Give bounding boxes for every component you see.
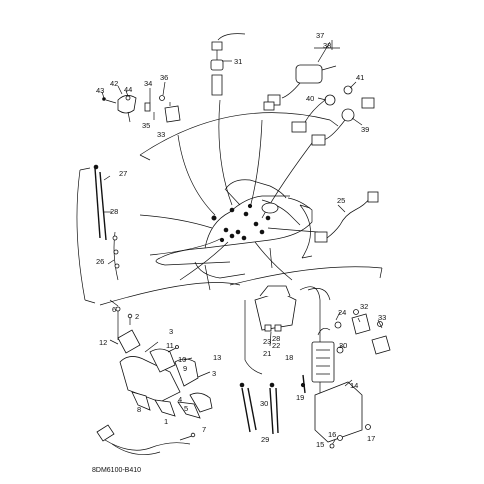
callout-26: 26 xyxy=(96,257,104,266)
callout-1: 1 xyxy=(164,417,168,426)
callout-7: 7 xyxy=(202,425,206,434)
callout-28: 28 xyxy=(110,207,118,216)
callout-31: 31 xyxy=(234,57,242,66)
callout-3: 3 xyxy=(169,327,173,336)
callout-20: 20 xyxy=(339,341,347,350)
callout-leaders xyxy=(101,41,383,387)
callout-35: 35 xyxy=(142,121,150,130)
callout-33b: 33 xyxy=(157,130,165,139)
callout-43: 43 xyxy=(96,86,104,95)
callout-34: 34 xyxy=(144,79,152,88)
ignition-switch-assembly xyxy=(263,40,375,146)
bracket-left xyxy=(93,164,120,281)
callout-19: 19 xyxy=(296,393,304,402)
callout-labels: 1 2 3 3 4 5 6 7 8 9 10 11 12 13 14 15 16… xyxy=(96,31,386,449)
callout-12: 12 xyxy=(99,338,107,347)
brackets-29-30 xyxy=(239,382,279,435)
callout-40: 40 xyxy=(306,94,314,103)
callout-16: 16 xyxy=(328,430,336,439)
callout-15: 15 xyxy=(316,440,324,449)
callout-28b: 28 xyxy=(272,334,280,343)
callout-36: 36 xyxy=(160,73,168,82)
callout-33: 33 xyxy=(378,313,386,322)
harness-25 xyxy=(314,191,379,243)
callout-9: 9 xyxy=(183,364,187,373)
connector-31 xyxy=(210,33,246,96)
callout-8: 8 xyxy=(137,405,141,414)
callout-13: 13 xyxy=(213,353,221,362)
callout-21: 21 xyxy=(263,349,271,358)
diagram-code: 8DM6100-B410 xyxy=(92,467,141,474)
callout-41: 41 xyxy=(356,73,364,82)
switch-assembly-top-left xyxy=(102,95,181,123)
callout-6: 6 xyxy=(112,305,116,314)
callout-32: 32 xyxy=(360,302,368,311)
callout-3b: 3 xyxy=(212,369,216,378)
callout-5: 5 xyxy=(184,404,188,413)
callout-42: 42 xyxy=(110,79,118,88)
callout-14: 14 xyxy=(350,381,358,390)
callout-17: 17 xyxy=(367,434,375,443)
callout-27: 27 xyxy=(119,169,127,178)
callout-22: 22 xyxy=(272,341,280,350)
ignition-coil-assembly xyxy=(96,306,213,455)
callout-2: 2 xyxy=(135,312,139,321)
section-arcs xyxy=(76,112,383,307)
leader-lines xyxy=(139,99,319,281)
callout-25: 25 xyxy=(337,196,345,205)
callout-10: 10 xyxy=(178,355,186,364)
callout-44: 44 xyxy=(124,85,132,94)
callout-38: 38 xyxy=(323,41,331,50)
callout-11: 11 xyxy=(166,341,174,350)
regulator-cdi-assembly xyxy=(244,285,391,449)
callout-4: 4 xyxy=(178,395,182,404)
callout-37: 37 xyxy=(316,31,324,40)
callout-29: 29 xyxy=(261,435,269,444)
snowmobile-outline xyxy=(155,179,313,291)
callout-18: 18 xyxy=(285,353,293,362)
callout-30: 30 xyxy=(260,399,268,408)
callout-39: 39 xyxy=(361,125,369,134)
callout-24: 24 xyxy=(338,308,346,317)
callout-23: 23 xyxy=(263,337,271,346)
